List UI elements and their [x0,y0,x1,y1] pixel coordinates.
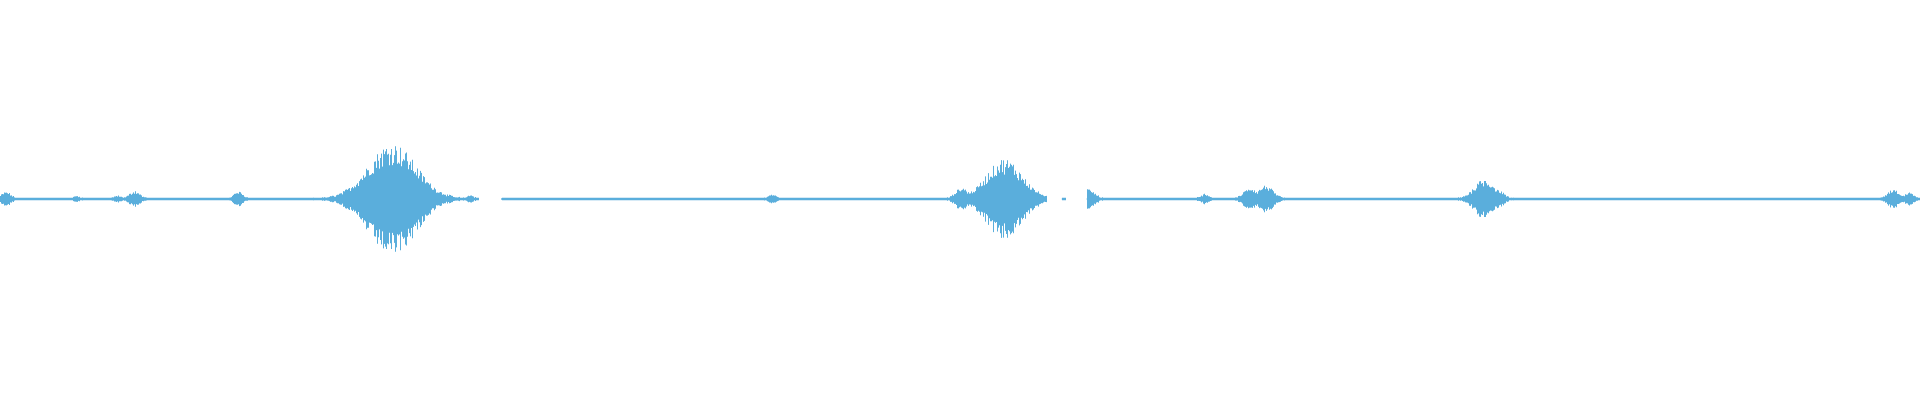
waveform-track [0,146,1920,252]
waveform-amplitude [0,146,1920,252]
